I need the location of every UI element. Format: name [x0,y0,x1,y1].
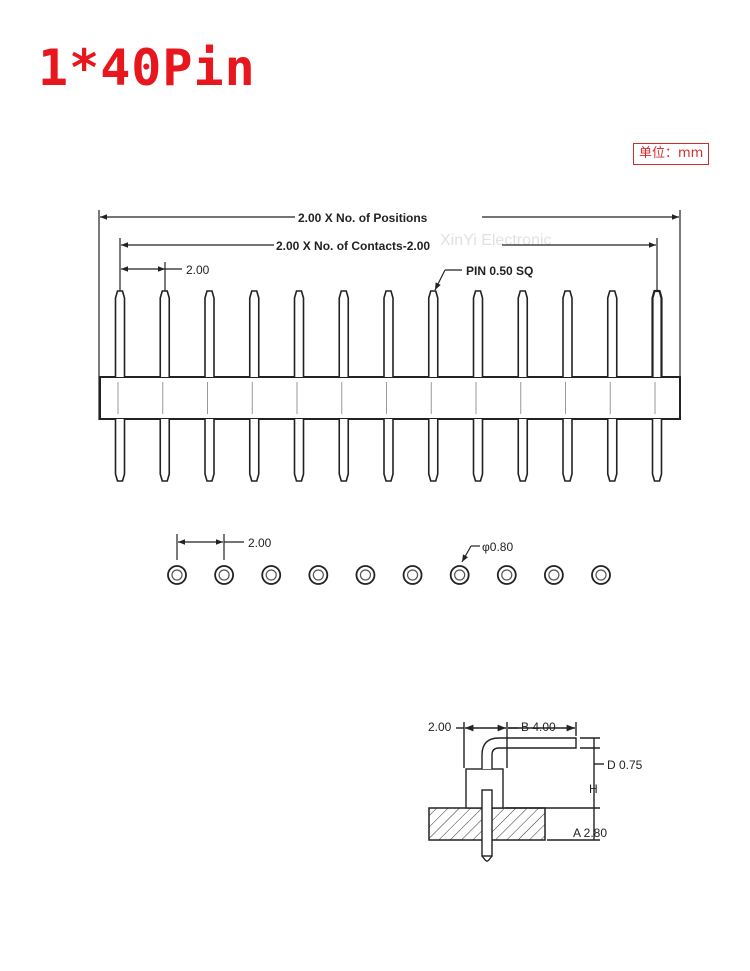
pin [383,290,394,482]
pin [562,290,573,482]
side-a-label: A 2.80 [573,826,607,840]
pin [293,290,305,482]
pitch-label-top: 2.00 [186,263,210,277]
side-b-label: B 4.00 [521,720,556,734]
hole [496,565,517,585]
watermark: XinYi Electronic [440,232,551,249]
positions-label: 2.00 X No. of Positions [298,211,428,225]
pin [606,290,618,482]
hole [591,565,611,585]
hole [402,565,423,585]
pin [517,290,529,482]
pitch-label-holes: 2.00 [248,536,272,550]
pins [114,289,663,482]
hole [355,565,376,585]
hole [214,565,235,585]
pin-label: PIN 0.50 SQ [466,264,533,278]
hole [261,565,282,585]
pin [651,289,663,482]
pin [159,290,171,482]
diameter-label: φ0.80 [482,540,513,554]
header-body [99,376,681,420]
contacts-dimension [119,238,658,292]
pin [204,290,215,482]
pin [248,290,260,482]
side-h-label: H [589,782,598,796]
pin [472,290,484,482]
pin [338,290,350,482]
side-left-label: 2.00 [428,720,452,734]
hole [167,565,187,585]
hole [308,565,329,585]
contacts-label: 2.00 X No. of Contacts-2.00 [276,239,430,253]
side-view [428,722,604,862]
pin-leader [434,269,462,291]
pin [114,290,126,482]
hole [449,565,470,585]
holes [167,565,611,585]
hole [543,565,564,585]
pin [427,290,439,482]
page-title: 1*40Pin [38,39,256,97]
unit-badge: 单位：mm [633,143,710,165]
diameter-leader [461,545,480,563]
pitch-dimension-holes [176,534,244,560]
pitch-dimension-top [120,262,182,292]
side-d-label: D 0.75 [607,758,643,772]
